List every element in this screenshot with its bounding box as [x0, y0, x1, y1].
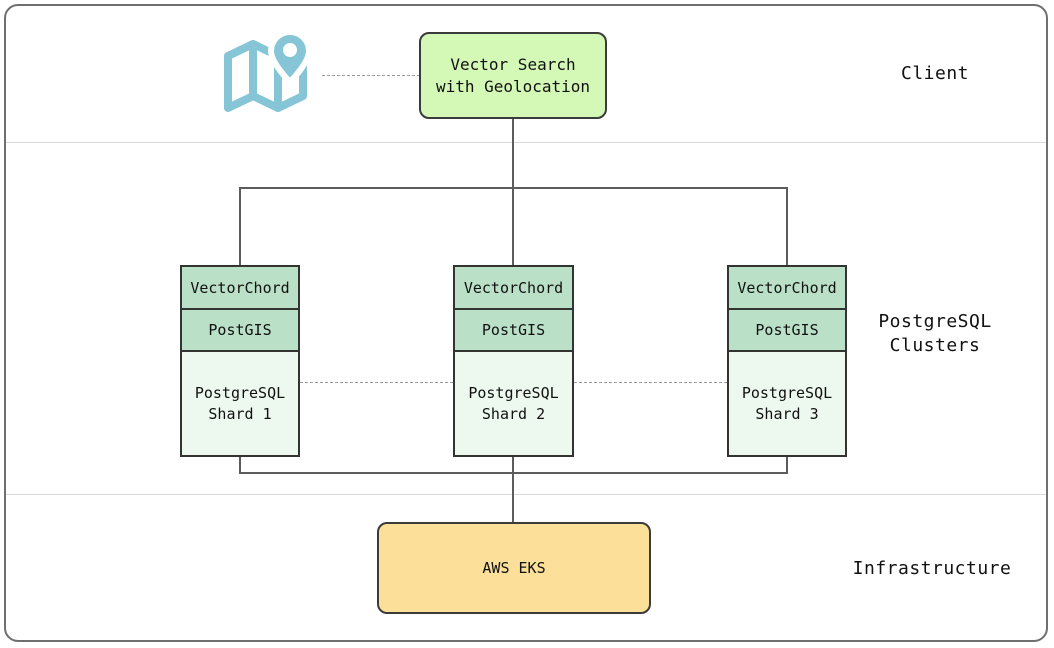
- shard-1-stack[interactable]: VectorChord PostGIS PostgreSQL Shard 1: [180, 265, 300, 457]
- node-aws-eks-label: AWS EKS: [482, 559, 546, 577]
- shard-2-stack[interactable]: VectorChord PostGIS PostgreSQL Shard 2: [453, 265, 574, 457]
- node-vector-search-label: Vector Search with Geolocation: [435, 54, 591, 96]
- shard-2-vectorchord-label: VectorChord: [463, 278, 564, 297]
- shard-2-postgis-band[interactable]: PostGIS: [455, 310, 572, 352]
- swimlane-divider-clusters-infrastructure: [6, 494, 1046, 495]
- shard-1-vectorchord-label: VectorChord: [190, 278, 290, 297]
- connector-shard-1-to-shard-2: [300, 382, 453, 383]
- shard-3-database-label: PostgreSQL Shard 3: [741, 383, 833, 423]
- shard-2-postgis-label: PostGIS: [481, 321, 546, 339]
- connector-shard-2-to-bottom-bus: [512, 455, 514, 474]
- connector-bus-to-shard-1: [239, 187, 241, 267]
- shard-3-vectorchord-band[interactable]: VectorChord: [729, 267, 845, 310]
- shard-1-vectorchord-band[interactable]: VectorChord: [182, 267, 298, 310]
- shard-2-database-label: PostgreSQL Shard 2: [468, 383, 559, 423]
- lane-label-postgresql-clusters: PostgreSQL Clusters: [878, 311, 992, 356]
- node-vector-search-with-geolocation[interactable]: Vector Search with Geolocation: [419, 32, 607, 119]
- map-location-pin-icon: [222, 28, 322, 116]
- node-aws-eks[interactable]: AWS EKS: [377, 522, 651, 614]
- connector-bus-to-shard-2: [512, 187, 514, 267]
- shard-3-database-body[interactable]: PostgreSQL Shard 3: [729, 352, 845, 455]
- connector-shard-3-to-bottom-bus: [786, 455, 788, 474]
- connector-map-icon-to-vector-search: [322, 75, 420, 76]
- shard-3-vectorchord-label: VectorChord: [737, 278, 837, 297]
- shard-1-database-body[interactable]: PostgreSQL Shard 1: [182, 352, 298, 455]
- swimlane-divider-client-clusters: [6, 142, 1046, 143]
- shard-1-postgis-label: PostGIS: [208, 321, 272, 339]
- connector-client-to-bus: [512, 118, 514, 189]
- connector-bus-to-infrastructure: [512, 472, 514, 524]
- shard-2-database-body[interactable]: PostgreSQL Shard 2: [455, 352, 572, 455]
- connector-shard-2-to-shard-3: [574, 382, 727, 383]
- shard-3-postgis-band[interactable]: PostGIS: [729, 310, 845, 352]
- lane-label-client: Client: [900, 63, 970, 84]
- shard-3-stack[interactable]: VectorChord PostGIS PostgreSQL Shard 3: [727, 265, 847, 457]
- connector-bus-to-shard-3: [786, 187, 788, 267]
- connector-shard-1-to-bottom-bus: [239, 455, 241, 474]
- shard-1-database-label: PostgreSQL Shard 1: [194, 383, 286, 423]
- shard-2-vectorchord-band[interactable]: VectorChord: [455, 267, 572, 310]
- lane-label-infrastructure: Infrastructure: [852, 558, 1012, 579]
- shard-3-postgis-label: PostGIS: [755, 321, 819, 339]
- shard-1-postgis-band[interactable]: PostGIS: [182, 310, 298, 352]
